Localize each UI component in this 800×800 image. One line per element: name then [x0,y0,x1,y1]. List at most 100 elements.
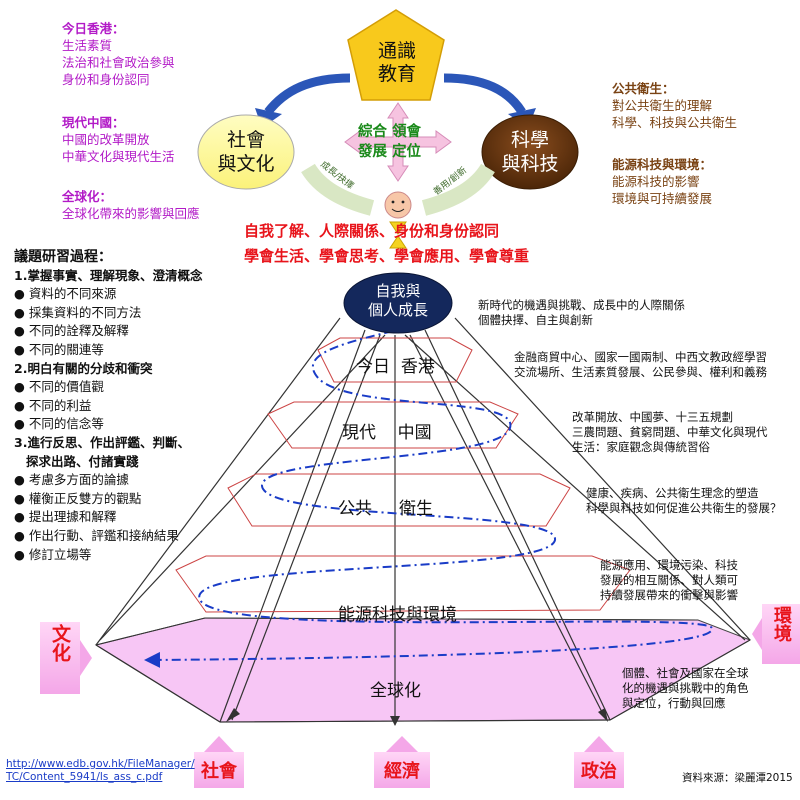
left-panel-cn: 現代中國： 中國的改革開放 中華文化與現代生活 [62,114,252,165]
annotation-line: 三農問題、貧窮問題、中華文化與現代 [572,425,768,439]
annotation-a0: 新時代的機遇與挑戰、成長中的人際關係 個體抉擇、自主與創新 [478,298,685,328]
green-arrow-left [301,163,375,216]
right-health-item: 科學、科技與公共衛生 [612,115,738,130]
pentagon-shape [347,9,445,101]
pyramid-edge [454,317,751,641]
pentagon-label: 通識 教育 [352,40,442,86]
bottom-tag-box [374,752,430,788]
process-step-heading: 1.掌握事實、理解現象、澄清概念 [14,267,203,283]
right-energy-item: 能源科技的影響 [612,174,700,189]
right-circle [481,114,579,190]
pyramid-edge [95,644,221,723]
pyramid-edge [424,329,611,721]
process-bullet: ● 不同的利益 [14,397,92,413]
annotation-line: 改革開放、中國夢、十三五規劃 [572,410,733,424]
source-url-line: http://www.edb.gov.hk/FileManager/ [6,758,195,770]
left-panel-hk: 今日香港： 生活素質 法治和社會政治參與 身份和身份認同 [62,20,252,88]
layer-band-hk [317,337,473,383]
right-circle-line: 科學 [510,129,549,151]
bottom-tag-box [574,752,624,788]
side-tag-left: 文化 [49,624,71,662]
bullet-text: 採集資料的不同方法 [28,304,142,320]
process-bullet: ● 考慮多方面的論據 [14,472,129,488]
inner-arrow [404,334,746,641]
layer-hk-word: 香港 [400,357,435,377]
annotation-a5: 個體、社會及國家在全球 化的機遇與挑戰中的角色 與定位，行動與回應 [622,666,749,711]
layer-cn-word: 中國 [397,423,432,443]
bullet-text: 不同的詮釋及解釋 [28,323,129,339]
right-panel-energy: 能源科技與環境： 能源科技的影響 環境與可持續發展 [612,156,792,207]
process-bullet: ● 不同的價值觀 [14,379,104,395]
left-panel-glob: 全球化： 全球化帶來的影響與回應 [62,188,252,222]
right-health-item: 對公共衛生的理解 [612,98,713,113]
annotation-line: 個體、社會及國家在全球 [622,666,749,680]
annotation-line: 與定位，行動與回應 [622,696,726,710]
left-hk-item: 身份和身份認同 [62,72,150,87]
left-cn-item: 中華文化與現代生活 [62,149,175,164]
pyramid-edge [609,639,751,721]
right-energy-heading: 能源科技與環境： [612,157,713,172]
layer-cn-word: 現代 [342,423,376,443]
red-line-1: 自我了解、人際關係、身份和身份認同 [244,222,500,240]
bullet-text: 不同的價值觀 [28,379,104,395]
layer-glob-label: 全球化 [370,681,421,701]
left-cn-heading: 現代中國： [62,115,125,130]
bullet-text: 提出理據和解釋 [28,509,117,525]
process-bullet: ● 權衡正反雙方的觀點 [14,490,142,506]
source-credit: 資料來源：梁麗潭2015 [682,772,793,784]
source-url-link[interactable]: http://www.edb.gov.hk/FileManager/ TC/Co… [6,758,195,784]
bullet-text: 資料的不同來源 [28,286,117,302]
hourglass [389,221,407,235]
right-health-heading: 公共衛生： [612,81,675,96]
bottom-tag-society: 社會 [201,761,237,782]
layer-health-word: 衛生 [399,499,434,519]
bullet-text: 作出行動、評鑑和接納結果 [28,527,179,543]
side-tag-right: 環境 [771,606,792,642]
curved-arrow-right [443,73,526,115]
curved-arrow-left [264,73,351,115]
process-bullet: ● 不同的信念等 [14,416,104,432]
smiley-mouth [391,208,405,212]
bullet-text: 考慮多方面的論據 [28,472,129,488]
left-circle-line: 社會 [226,129,265,151]
left-hk-heading: 今日香港： [62,21,125,36]
right-circle-line: 與科技 [501,153,559,175]
pyramid-edge [219,719,611,723]
annotation-line: 生活：家庭觀念與傳統習俗 [572,440,710,454]
inner-arrow-head [226,708,240,722]
annotation-line: 發展的相互關係、對人類可 [600,573,738,587]
layer-hk-word: 今日 [356,357,390,377]
left-glob-heading: 全球化： [62,189,113,204]
bullet-text: 不同的關連等 [28,341,104,357]
center-word: 發展 [358,144,387,160]
smiley-eye [401,200,405,204]
source-url-line: TC/Content_5941/ls_ass_c.pdf [6,771,163,783]
pyramid-edge [95,617,206,646]
smiley-face [384,191,412,219]
left-cn-item: 中國的改革開放 [62,132,150,147]
inner-arrow [99,334,386,641]
process-step-heading: 探求出路、付諸實踐 [26,453,139,469]
smiley-eye [391,200,395,204]
left-circle-line: 與文化 [217,153,275,175]
left-hk-item: 法治和社會政治參與 [62,55,175,70]
center-label: 綜合 領會 發展 定位 [358,122,421,162]
process-bullet: ● 不同的詮釋及解釋 [14,323,129,339]
apex-ellipse [343,272,453,334]
center-word: 領會 [392,124,422,140]
side-tag-left-arrow [80,640,92,676]
bottom-tag-arrow [204,736,234,752]
pentagon-line: 教育 [377,63,416,85]
inner-arrow [231,334,381,721]
inner-arrow-head [390,716,400,726]
layer-health-word: 公共 [338,499,372,519]
process-panel: 議題研習過程： 1.掌握事實、理解現象、澄清概念 ● 資料的不同來源 ● 採集資… [14,248,202,564]
inner-arrow-head [598,708,608,722]
side-tag-right-box [762,604,800,664]
annotation-line: 能源應用、環境污染、科技 [600,558,738,572]
process-bullet: ● 作出行動、評鑑和接納結果 [14,527,179,543]
red-line-2: 學會生活、學會思考、學會應用、學會尊重 [244,247,530,265]
bottom-tag-arrow [386,736,418,752]
annotation-line: 健康、疾病、公共衛生理念的塑造 [586,486,759,500]
side-tag-left-box [40,622,80,694]
